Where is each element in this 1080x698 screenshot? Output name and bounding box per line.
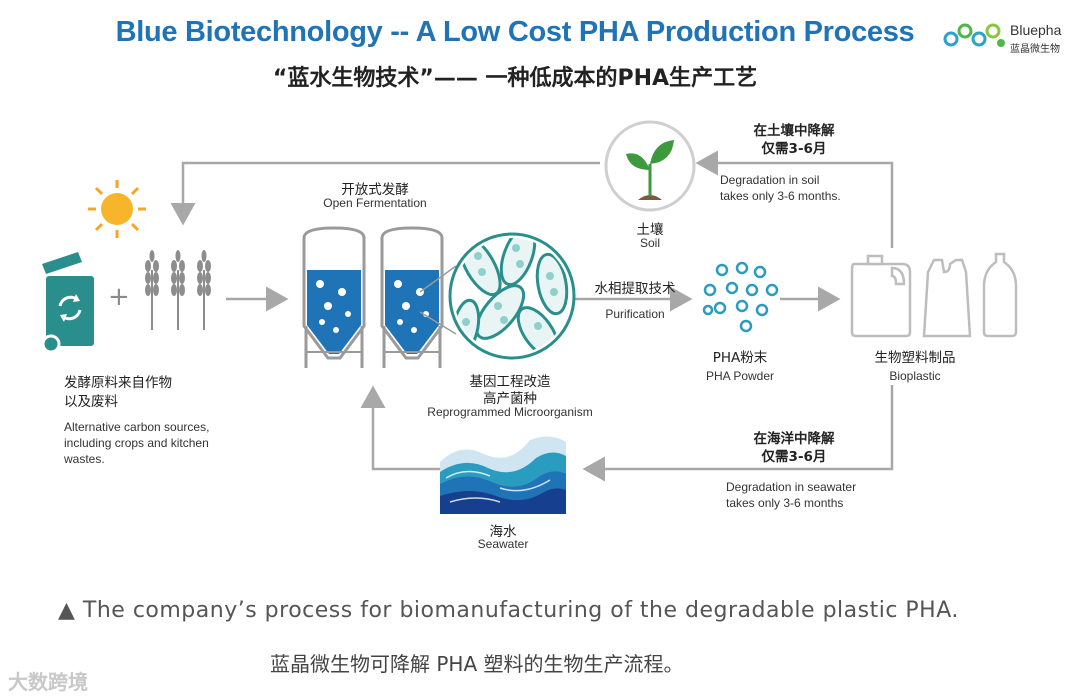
pha-powder-icon (702, 261, 779, 333)
feedstock-en-line1: Alternative carbon sources, (64, 420, 210, 434)
soil-degradation-zh-line1: 在土壤中降解 (753, 123, 835, 139)
soil-en: Soil (639, 236, 660, 250)
seawater-zh: 海水 (489, 524, 517, 540)
soil-degradation-en-line1: Degradation in soil (720, 173, 820, 187)
title-zh: “蓝水生物技术”—— 一种低成本的PHA生产工艺 (272, 66, 758, 91)
feedstock-zh-line2: 以及废料 (64, 394, 118, 410)
sun-icon (88, 180, 146, 238)
logo-name: Bluepha (1010, 22, 1062, 38)
bioplastic-en: Bioplastic (889, 369, 941, 383)
soil-sprout-icon (604, 120, 696, 212)
watermark: 大数跨境 (8, 670, 88, 694)
fermentation-tanks-icon (302, 226, 444, 368)
bluepha-logo-icon (943, 23, 1005, 47)
seawater-waves-icon (440, 432, 566, 514)
sea-degradation-zh-line1: 在海洋中降解 (753, 431, 835, 447)
microorganism-zh-line2: 高产菌种 (483, 391, 537, 407)
logo-subtitle: 蓝晶微生物 (1010, 44, 1060, 55)
soil-zh: 土壤 (636, 222, 664, 238)
flow-arrows (170, 150, 894, 482)
soil-degradation-en-line2: takes only 3-6 months. (720, 189, 841, 203)
feedstock-en-line2: including crops and kitchen (64, 436, 209, 450)
sea-degradation-en-line2: takes only 3-6 months (726, 496, 844, 510)
feedstock-zh-line1: 发酵原料来自作物 (64, 375, 172, 391)
microorganism-en: Reprogrammed Microorganism (427, 405, 593, 419)
caption-en: ▲ The company’s process for biomanufactu… (58, 598, 959, 623)
pha-powder-en: PHA Powder (705, 369, 775, 383)
purification-zh: 水相提取技术 (594, 281, 676, 297)
plus-sign: + (108, 282, 130, 312)
feedstock-en-line3: wastes. (64, 452, 105, 466)
caption-zh: 蓝晶微生物可降解 PHA 塑料的生物生产流程。 (270, 652, 684, 676)
microorganism-magnifier-icon (420, 232, 576, 360)
sea-degradation-zh-line2: 仅需3-6月 (761, 449, 827, 465)
recycle-bin-icon (41, 252, 94, 354)
bioplastic-zh: 生物塑料制品 (874, 350, 956, 366)
diagram-canvas: Blue Biotechnology -- A Low Cost PHA Pro… (41, 16, 1062, 551)
wheat-icon (145, 250, 211, 330)
purification-en: Purification (605, 307, 665, 321)
title-en: Blue Biotechnology -- A Low Cost PHA Pro… (115, 16, 915, 48)
pha-powder-zh: PHA粉末 (712, 350, 768, 366)
sea-degradation-en-line1: Degradation in seawater (726, 480, 857, 494)
seawater-en: Seawater (477, 537, 529, 551)
fermentation-en: Open Fermentation (323, 196, 427, 210)
bioplastic-products-icon (850, 252, 1018, 338)
soil-degradation-zh-line2: 仅需3-6月 (761, 141, 827, 157)
microorganism-zh-line1: 基因工程改造 (469, 374, 551, 390)
fermentation-zh: 开放式发酵 (341, 182, 409, 198)
